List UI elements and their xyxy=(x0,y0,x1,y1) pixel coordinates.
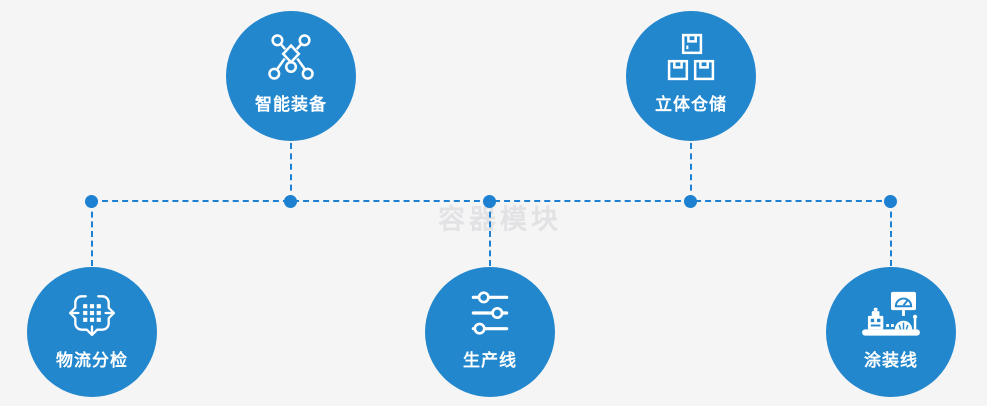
node-label: 涂装线 xyxy=(864,351,918,371)
watermark-text: 容器模块 xyxy=(438,204,562,236)
node-smart-equipment: 智能装备 xyxy=(226,11,356,141)
sort-arrows-icon xyxy=(68,288,116,338)
vertical-connector-logistics xyxy=(91,202,93,266)
vertical-connector-smart-equipment xyxy=(290,143,292,201)
node-label: 智能装备 xyxy=(255,95,327,115)
node-label: 立体仓储 xyxy=(655,95,727,115)
node-label: 生产线 xyxy=(463,351,517,371)
boxes-icon xyxy=(667,32,715,82)
sliders-icon xyxy=(466,288,514,338)
machine-icon xyxy=(860,288,922,338)
junction-dot xyxy=(684,195,697,208)
node-painting-line: 涂装线 xyxy=(826,267,956,397)
network-icon xyxy=(267,32,315,82)
junction-dot xyxy=(483,195,496,208)
node-warehouse: 立体仓储 xyxy=(626,11,756,141)
junction-dot xyxy=(884,195,897,208)
vertical-connector-production xyxy=(489,202,491,266)
vertical-connector-painting xyxy=(890,202,892,266)
node-label: 物流分检 xyxy=(56,351,128,371)
junction-dot xyxy=(284,195,297,208)
vertical-connector-warehouse xyxy=(690,143,692,201)
node-logistics-sorting: 物流分检 xyxy=(27,267,157,397)
junction-dot xyxy=(85,195,98,208)
node-production-line: 生产线 xyxy=(425,267,555,397)
